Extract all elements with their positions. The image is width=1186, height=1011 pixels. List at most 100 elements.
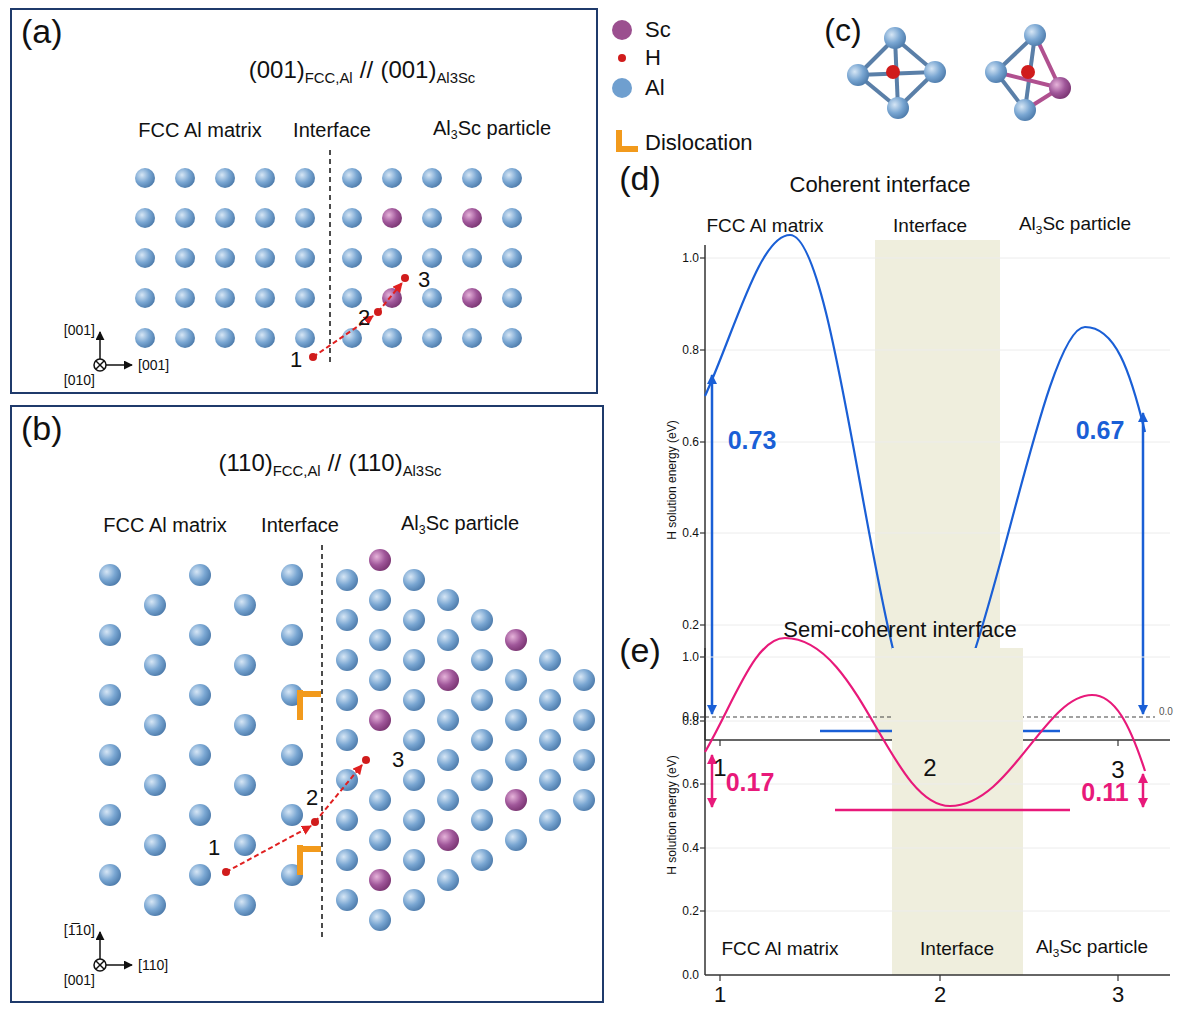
region-label: Al3Sc particle (401, 513, 519, 536)
orientation-title: Al3Sc (403, 463, 442, 479)
region-label: Al3Sc particle (1019, 214, 1131, 235)
al-atom (539, 809, 561, 831)
al-atom (281, 804, 303, 826)
region-label: Al (1036, 936, 1053, 957)
drawing-part (106, 964, 132, 966)
axis-direction: [110] (138, 958, 168, 972)
tick-label: 1.0 (682, 251, 699, 265)
al-atom (234, 894, 256, 916)
sc-atom (505, 789, 527, 811)
al-atom (175, 248, 195, 268)
drawing-part (704, 648, 706, 975)
drawing-part (1117, 975, 1118, 981)
al-atom (437, 629, 459, 651)
drawing-part (711, 755, 714, 807)
legend-swatch (612, 78, 632, 98)
axis-title: H solution energy (eV) (666, 420, 678, 539)
al-atom (144, 654, 166, 676)
callout-number: 2 (306, 785, 318, 810)
al-atom (369, 789, 391, 811)
al-atom (539, 729, 561, 751)
tick-label: 1.0 (682, 252, 699, 264)
al-atom (502, 288, 522, 308)
drawing-part (315, 765, 362, 822)
tick-label: 0.8 (682, 344, 699, 356)
panel-letter: (b) (21, 411, 63, 445)
hydrogen-atom (222, 274, 409, 876)
al-atom (135, 328, 155, 348)
panel-letter: (e) (619, 631, 661, 669)
al-atom (471, 689, 493, 711)
drawing-part (705, 533, 1170, 534)
drawing-part (705, 974, 1170, 976)
drawing-part (700, 349, 705, 350)
drawing-part (1142, 413, 1145, 714)
al-atom (255, 288, 275, 308)
al-atom (539, 769, 561, 791)
tick-label: 0.8 (682, 714, 699, 728)
region-label: Interface (261, 515, 339, 535)
al-atom (382, 328, 402, 348)
drawing-part (1142, 774, 1145, 807)
callout-number: 1 (290, 347, 302, 372)
callout-number: 1 (713, 754, 726, 781)
region-label: 3 (419, 523, 426, 537)
axis-triad (94, 332, 132, 971)
al-atom (403, 889, 425, 911)
region-label: FCC Al matrix (721, 939, 838, 958)
energy-value: 0.17 (726, 768, 775, 796)
axis-direction: [110] (138, 957, 168, 973)
drawing-part (892, 648, 1023, 975)
drawing-part (99, 932, 101, 959)
al-atom (175, 208, 195, 228)
drawing-part (226, 826, 311, 872)
legend-text: H (645, 47, 661, 69)
axis-title: H solution energy (eV) (665, 420, 679, 539)
al-atom (471, 649, 493, 671)
tick-label: 0.6 (682, 436, 699, 448)
al-atom (382, 248, 402, 268)
al-atom (462, 248, 482, 268)
al-atom (281, 564, 303, 586)
al-atom (295, 208, 315, 228)
axis-title: H solution energy (eV) (665, 755, 679, 874)
region-label: 3 (1053, 946, 1060, 959)
plot-title: Coherent interface (790, 172, 971, 197)
al-atom (342, 168, 362, 188)
drawing-part (939, 975, 940, 981)
al-atom (135, 288, 155, 308)
callout-number: 3 (392, 747, 404, 772)
tick-label: 0.2 (682, 905, 699, 917)
tick-label: 0.6 (682, 435, 699, 449)
region-label: FCC Al matrix (138, 120, 261, 140)
sc-atom (382, 208, 402, 228)
drawing-part (705, 911, 1170, 912)
al-atom (99, 744, 121, 766)
legend-text: Dislocation (645, 132, 753, 154)
al-atom (234, 834, 256, 856)
al-atom (144, 774, 166, 796)
drawing-part (700, 624, 705, 625)
al-atom (135, 248, 155, 268)
drawing-part (309, 353, 317, 361)
energy-value: 0.67 (1076, 418, 1125, 443)
al-atom (144, 594, 166, 616)
al-atom (437, 589, 459, 611)
drawing-part (705, 721, 1170, 722)
tick-label: 0.8 (682, 343, 699, 357)
al-atom (369, 829, 391, 851)
al-atom (403, 689, 425, 711)
energy-value: 0.67 (1076, 416, 1125, 444)
region-label: FCC Al matrix (721, 938, 838, 959)
region-label: 3 (1036, 223, 1043, 236)
drawing-part (858, 35, 1035, 110)
callout-number: 1 (290, 349, 302, 371)
al-atom (99, 804, 121, 826)
axis-direction: [010] (64, 373, 95, 387)
energy-value: 0.17 (726, 770, 775, 795)
al-atom (573, 709, 595, 731)
energy-value: 0.73 (728, 426, 777, 454)
tick-label: 0.4 (682, 842, 699, 854)
al-atom (462, 168, 482, 188)
tick-label: 0.8 (682, 715, 699, 727)
